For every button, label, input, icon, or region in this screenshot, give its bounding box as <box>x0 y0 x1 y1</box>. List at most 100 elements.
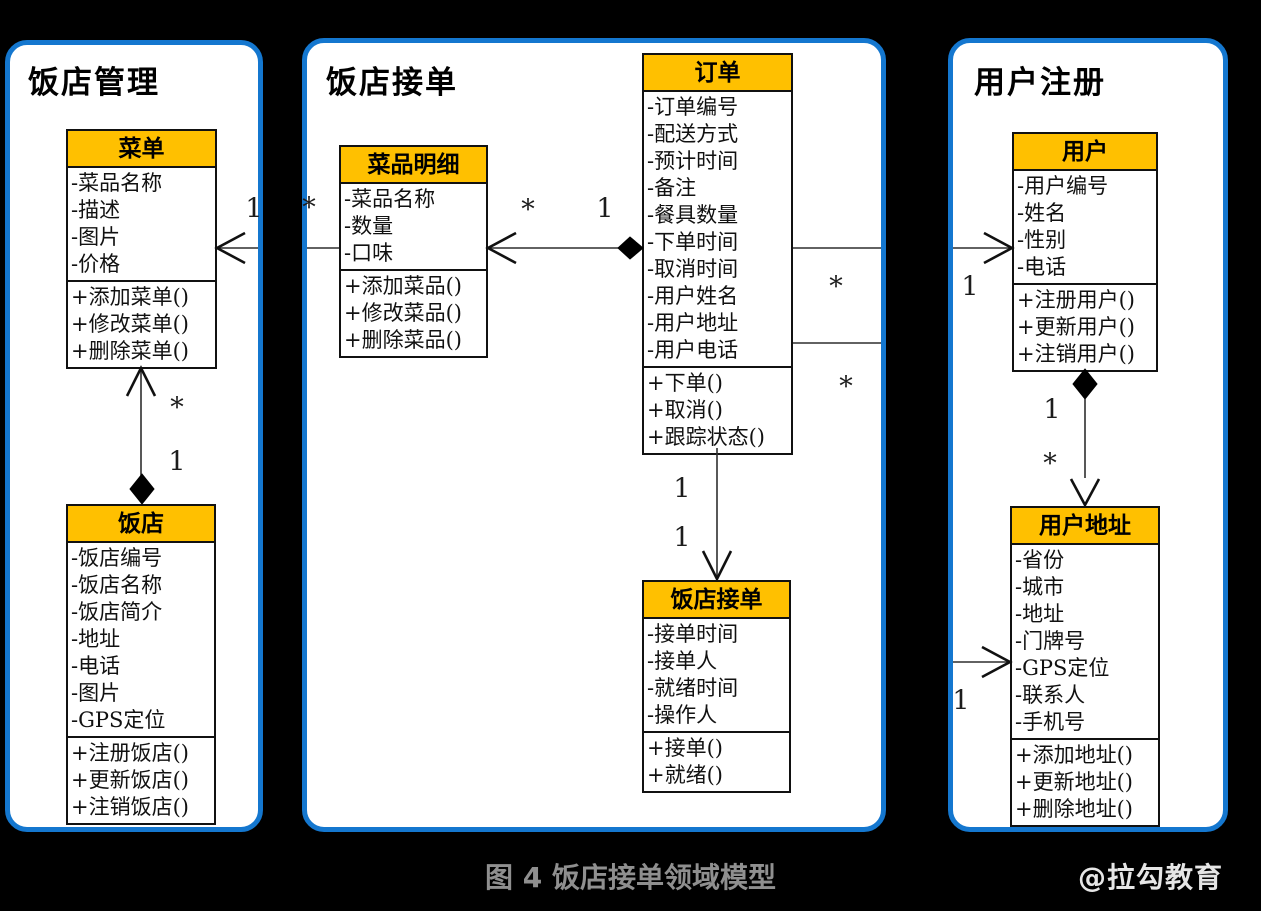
class-member-row: -性别 <box>1017 228 1067 252</box>
multiplicity-label: 1 <box>673 473 691 505</box>
class-member-row: +更新地址() <box>1015 770 1133 794</box>
figure-caption: 图 4 饭店接单领域模型 <box>485 861 776 894</box>
class-member-row: +添加菜单() <box>71 285 189 309</box>
class-user-title: 用户 <box>1014 134 1156 171</box>
multiplicity-label: * <box>170 392 184 424</box>
class-member-row: +注销饭店() <box>71 795 189 819</box>
multiplicity-label: * <box>302 192 316 224</box>
class-member-row: +注册饭店() <box>71 741 189 765</box>
class-restaurant-accept-methods: +接单() +就绪() <box>644 731 789 791</box>
class-member-row: +添加菜品() <box>344 274 462 298</box>
class-member-row: -预计时间 <box>647 149 739 173</box>
class-dish-detail-methods: +添加菜品() +修改菜品() +删除菜品() <box>341 269 486 356</box>
panel-title-restaurant-order-taking: 饭店接单 <box>326 65 458 101</box>
class-member-row: -饭店名称 <box>71 573 163 597</box>
class-member-row: -地址 <box>71 627 121 651</box>
multiplicity-label: * <box>839 371 853 403</box>
class-member-row: +更新饭店() <box>71 768 189 792</box>
multiplicity-label: 1 <box>1043 394 1061 426</box>
class-member-row: -用户电话 <box>647 338 739 362</box>
class-menu: 菜单 -菜品名称 -描述 -图片 -价格 +添加菜单() +修改菜单() +删除菜单() <box>66 129 217 369</box>
class-member-row: +注册用户() <box>1017 288 1135 312</box>
class-user-attributes: -用户编号 -姓名 -性别 -电话 <box>1014 171 1156 283</box>
class-member-row: -城市 <box>1015 575 1065 599</box>
class-member-row: +注销用户() <box>1017 342 1135 366</box>
class-member-row: +修改菜品() <box>344 301 462 325</box>
class-member-row: -订单编号 <box>647 95 739 119</box>
class-member-row: -用户编号 <box>1017 174 1109 198</box>
class-member-row: -图片 <box>71 225 121 249</box>
class-member-row: -GPS定位 <box>71 708 166 732</box>
class-member-row: +接单() <box>647 736 723 760</box>
class-order-methods: +下单() +取消() +跟踪状态() <box>644 366 791 453</box>
multiplicity-label: * <box>829 271 843 303</box>
class-dish-detail-attributes: -菜品名称 -数量 -口味 <box>341 184 486 269</box>
class-member-row: -地址 <box>1015 602 1065 626</box>
class-dish-detail-title: 菜品明细 <box>341 147 486 184</box>
class-member-row: -饭店简介 <box>71 600 163 624</box>
class-member-row: +添加地址() <box>1015 743 1133 767</box>
class-member-row: +就绪() <box>647 763 723 787</box>
class-user-address-methods: +添加地址() +更新地址() +删除地址() <box>1012 738 1158 825</box>
multiplicity-label: 1 <box>961 271 979 303</box>
class-member-row: +修改菜单() <box>71 312 189 336</box>
class-member-row: -GPS定位 <box>1015 656 1110 680</box>
multiplicity-label: 1 <box>168 446 186 478</box>
class-member-row: +下单() <box>647 371 723 395</box>
class-member-row: -省份 <box>1015 548 1065 572</box>
class-member-row: +跟踪状态() <box>647 425 765 449</box>
class-member-row: -联系人 <box>1015 683 1086 707</box>
class-order: 订单 -订单编号-配送方式-预计时间-备注-餐具数量-下单时间-取消时间-用户姓… <box>642 53 793 455</box>
class-member-row: -姓名 <box>1017 201 1067 225</box>
class-restaurant-attributes: -饭店编号-饭店名称-饭店简介-地址-电话-图片-GPS定位 <box>68 543 214 736</box>
class-member-row: -手机号 <box>1015 710 1086 734</box>
multiplicity-label: 1 <box>673 522 691 554</box>
class-member-row: -用户地址 <box>647 311 739 335</box>
class-order-title: 订单 <box>644 55 791 92</box>
class-member-row: -菜品名称 <box>344 187 436 211</box>
class-member-row: -备注 <box>647 176 697 200</box>
panel-title-user-registration: 用户注册 <box>974 65 1106 101</box>
class-restaurant-accept-attributes: -接单时间-接单人-就绪时间-操作人 <box>644 619 789 731</box>
class-member-row: -价格 <box>71 252 121 276</box>
class-menu-methods: +添加菜单() +修改菜单() +删除菜单() <box>68 280 215 367</box>
class-member-row: +删除地址() <box>1015 797 1133 821</box>
class-member-row: -就绪时间 <box>647 676 739 700</box>
class-member-row: +更新用户() <box>1017 315 1135 339</box>
panel-title-restaurant-management: 饭店管理 <box>28 65 160 101</box>
class-member-row: -电话 <box>71 654 121 678</box>
class-member-row: +删除菜单() <box>71 339 189 363</box>
class-member-row: +删除菜品() <box>344 328 462 352</box>
class-member-row: -取消时间 <box>647 257 739 281</box>
multiplicity-label: 1 <box>245 193 263 225</box>
class-member-row: -口味 <box>344 241 394 265</box>
class-menu-title: 菜单 <box>68 131 215 168</box>
class-order-attributes: -订单编号-配送方式-预计时间-备注-餐具数量-下单时间-取消时间-用户姓名-用… <box>644 92 791 366</box>
class-member-row: -门牌号 <box>1015 629 1086 653</box>
class-member-row: -用户姓名 <box>647 284 739 308</box>
class-restaurant-title: 饭店 <box>68 506 214 543</box>
class-member-row: -餐具数量 <box>647 203 739 227</box>
class-user-address: 用户地址 -省份 -城市 -地址 -门牌号 -GPS定位 -联系人 -手机号 +添加地址()… <box>1010 506 1160 827</box>
class-member-row: +取消() <box>647 398 723 422</box>
multiplicity-label: 1 <box>952 685 970 717</box>
class-restaurant-methods: +注册饭店() +更新饭店() +注销饭店() <box>68 736 214 823</box>
multiplicity-label: * <box>1043 448 1057 480</box>
multiplicity-label: 1 <box>596 193 614 225</box>
class-member-row: -接单人 <box>647 649 718 673</box>
watermark-text: @拉勾教育 <box>1077 861 1223 894</box>
class-user-address-attributes: -省份 -城市 -地址 -门牌号 -GPS定位 -联系人 -手机号 <box>1012 545 1158 738</box>
class-member-row: -图片 <box>71 681 121 705</box>
class-user-address-title: 用户地址 <box>1012 508 1158 545</box>
class-member-row: -接单时间 <box>647 622 739 646</box>
class-user: 用户 -用户编号 -姓名 -性别 -电话 +注册用户() +更新用户() +注销用户() <box>1012 132 1158 372</box>
class-restaurant-accept: 饭店接单 -接单时间-接单人-就绪时间-操作人 +接单()+就绪() <box>642 580 791 793</box>
class-member-row: -菜品名称 <box>71 171 163 195</box>
class-member-row: -电话 <box>1017 255 1067 279</box>
class-member-row: -描述 <box>71 198 121 222</box>
class-user-methods: +注册用户() +更新用户() +注销用户() <box>1014 283 1156 370</box>
class-member-row: -下单时间 <box>647 230 739 254</box>
class-menu-attributes: -菜品名称 -描述 -图片 -价格 <box>68 168 215 280</box>
class-member-row: -数量 <box>344 214 394 238</box>
